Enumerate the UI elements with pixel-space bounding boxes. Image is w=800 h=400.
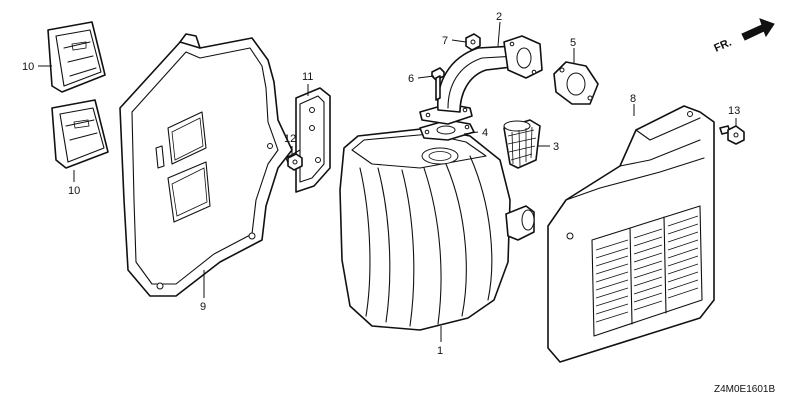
callout-1: 1: [437, 345, 443, 357]
part-12-flange-nut: [287, 153, 303, 171]
callout-8: 8: [630, 93, 636, 105]
part-1-muffler: [339, 127, 535, 331]
callout-13: 13: [728, 105, 740, 117]
callout-3: 3: [553, 141, 559, 153]
callout-labels: 1 2 3 4 5 6 7 8 9 10 10 11 12 13: [22, 11, 740, 357]
part-10-lower-pad: [51, 99, 109, 169]
direction-arrow-icon: [741, 18, 775, 41]
callout-5: 5: [570, 37, 576, 49]
part-13-flange-bolt: [719, 125, 745, 145]
callout-2: 2: [496, 11, 502, 23]
part-8-muffler-cover: [547, 105, 715, 363]
callout-11: 11: [302, 71, 313, 83]
part-4-gasket: [419, 119, 475, 141]
callout-6: 6: [408, 73, 414, 85]
part-10-upper-pad: [47, 21, 106, 93]
drawing-code: Z4M0E1601B: [714, 384, 775, 395]
leader-lines: [38, 21, 737, 342]
callout-7: 7: [442, 35, 448, 47]
callout-4: 4: [482, 127, 488, 139]
part-7-nut: [465, 33, 481, 51]
callout-9: 9: [200, 301, 206, 313]
part-2-exhaust-pipe: [419, 35, 543, 125]
part-3-spark-arrester: [503, 119, 541, 169]
callout-12: 12: [284, 133, 296, 145]
part-9-muffler-protector: [119, 33, 293, 297]
front-direction-indicator: FR.: [712, 18, 775, 55]
direction-label: FR.: [712, 37, 733, 55]
callout-10-lower: 10: [68, 185, 80, 197]
part-5-gasket: [553, 61, 599, 105]
callout-10-upper: 10: [22, 61, 34, 73]
